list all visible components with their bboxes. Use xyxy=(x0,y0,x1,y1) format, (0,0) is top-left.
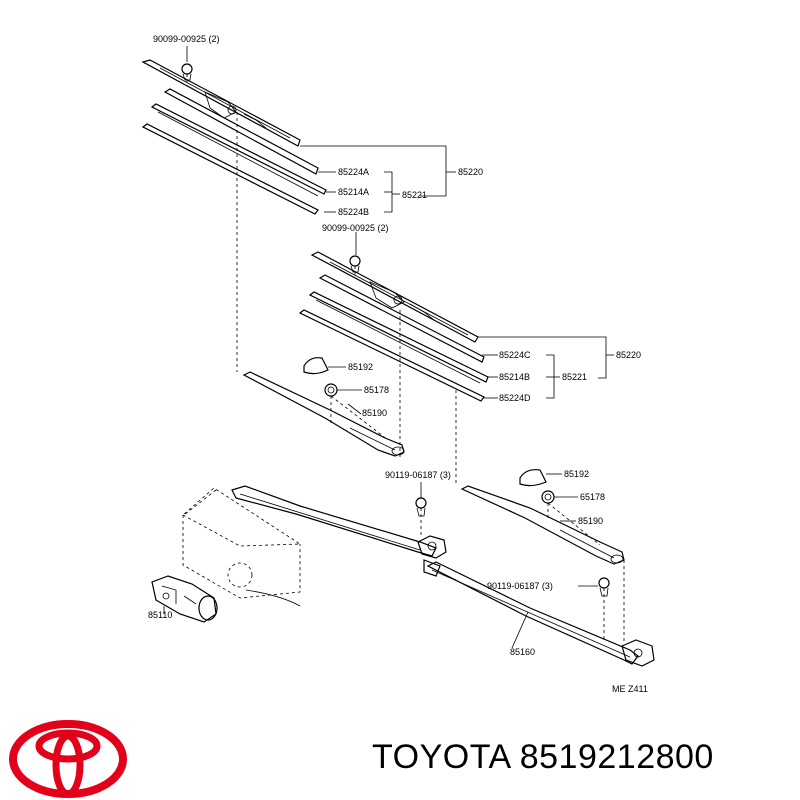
callout-motor: 85110 xyxy=(148,610,172,620)
callout-85224d: 85224D xyxy=(499,393,531,403)
callout-cap-left: 85192 xyxy=(348,362,373,372)
guide-line-10 xyxy=(183,489,217,516)
footer-caption: TOYOTA 8519212800 xyxy=(372,738,714,777)
nut-right xyxy=(541,490,555,504)
callout-85221-right: 85221 xyxy=(562,372,587,382)
mounting-bracket xyxy=(182,487,302,607)
cap-right xyxy=(519,469,547,487)
wiper-motor xyxy=(151,575,218,623)
callout-cap-right: 85192 xyxy=(564,469,589,479)
wiper-arm-left xyxy=(242,371,405,457)
wiper-blade-right xyxy=(298,251,489,402)
brand-name: TOYOTA xyxy=(372,738,510,776)
toyota-logo xyxy=(9,720,127,798)
guide-line-9 xyxy=(603,560,625,642)
guide-line-6 xyxy=(330,395,389,441)
part-number: 8519212800 xyxy=(519,738,714,776)
callout-85221-left: 85221 xyxy=(402,190,427,200)
callout-85214a: 85214A xyxy=(338,187,369,197)
callout-arm-left: 85190 xyxy=(362,408,387,418)
callout-link: 85160 xyxy=(510,647,535,657)
wiper-arm-right xyxy=(460,485,625,565)
diagram-code: ME Z411 xyxy=(612,684,648,694)
wiper-blade-left xyxy=(141,59,327,215)
callout-85224b: 85224B xyxy=(338,207,369,217)
callout-85224a: 85224A xyxy=(338,167,369,177)
callout-nut-right: 65178 xyxy=(580,492,605,502)
nut-bolt-right xyxy=(598,577,610,597)
wiper-linkage xyxy=(231,485,639,665)
callout-85224c: 85224C xyxy=(499,350,531,360)
nut-left xyxy=(324,383,338,397)
callout-bolt-top-left: 90099-00925 (2) xyxy=(153,34,220,44)
callout-nut-bolt-right: 90119-06187 (3) xyxy=(487,581,553,591)
pivot-right xyxy=(621,639,655,667)
leader-lines xyxy=(163,46,614,649)
pivot-left xyxy=(417,535,447,577)
callout-nut-left: 85178 xyxy=(364,385,389,395)
callout-85220-right: 85220 xyxy=(616,350,641,360)
callout-85220-left: 85220 xyxy=(458,167,483,177)
callout-bolt-top-right: 90099-00925 (2) xyxy=(322,223,389,233)
cap-left xyxy=(303,357,329,375)
nut-bolt-left xyxy=(415,497,427,517)
callout-85214b: 85214B xyxy=(499,372,530,382)
callout-nut-bolt-left: 90119-06187 (3) xyxy=(385,470,451,480)
guide-line-7 xyxy=(547,502,601,546)
callout-arm-right: 85190 xyxy=(578,516,603,526)
